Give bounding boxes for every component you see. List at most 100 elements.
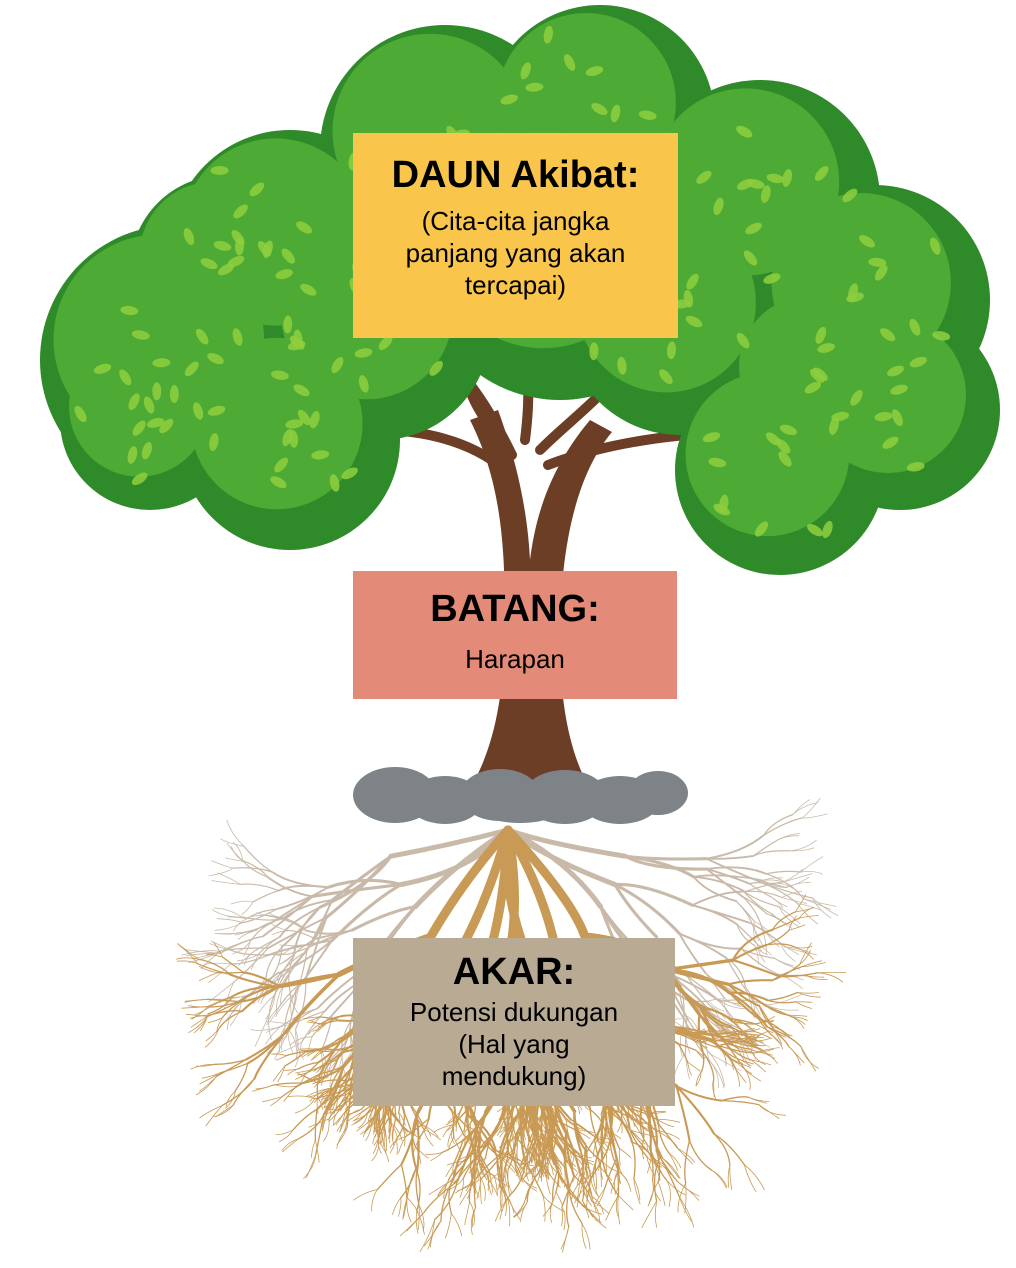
root-strand: [667, 960, 733, 970]
stone: [628, 771, 688, 815]
root-strand: [583, 1207, 596, 1221]
root-strand: [712, 1170, 727, 1188]
leaves-label-box: DAUN Akibat: (Cita-cita jangka panjang y…: [353, 133, 678, 338]
root-strand: [634, 1179, 640, 1200]
root-strand: [304, 1155, 316, 1179]
root-strand: [471, 1208, 475, 1235]
root-strand: [259, 995, 275, 1013]
root-strand: [415, 1146, 429, 1159]
root-strand: [277, 1085, 297, 1086]
root-strand: [733, 960, 780, 976]
leaves-description: (Cita-cita jangka panjang yang akan terc…: [353, 205, 678, 301]
root-strand: [212, 881, 241, 885]
stone: [472, 783, 568, 823]
root-strand: [813, 898, 838, 915]
root-strand: [748, 1097, 766, 1103]
root-strand: [744, 1165, 756, 1192]
root-strand: [619, 1149, 620, 1166]
root-strand: [521, 1202, 528, 1222]
root-strand: [378, 1165, 402, 1190]
root-strand: [595, 1169, 596, 1189]
root-strand: [240, 884, 278, 891]
root-strand: [231, 901, 253, 904]
root-strand: [686, 1052, 690, 1079]
leaves-title: DAUN Akibat:: [353, 153, 678, 197]
root-strand: [775, 958, 793, 965]
root-strand: [199, 973, 217, 981]
root-strand: [642, 1201, 657, 1227]
root-strand: [674, 1052, 686, 1077]
root-strand: [632, 1142, 635, 1179]
root-strand: [677, 1181, 698, 1200]
root-strand: [372, 1141, 379, 1160]
root-strand: [753, 840, 778, 856]
root-strand: [797, 904, 817, 924]
root-strand: [217, 919, 242, 923]
root-strand: [543, 1196, 545, 1222]
root-strand: [209, 868, 233, 876]
root-strand: [309, 1119, 329, 1127]
root-strand: [396, 1139, 397, 1155]
root-strand: [271, 1022, 293, 1025]
root-strand: [502, 1188, 503, 1207]
root-strand: [796, 1002, 812, 1009]
root-strand: [800, 857, 823, 872]
leaf-cluster-highlight: [739, 296, 879, 436]
root-strand: [768, 993, 798, 1001]
roots-label-box: AKAR: Potensi dukungan (Hal yang menduku…: [353, 938, 675, 1106]
root-strand: [658, 1124, 669, 1153]
root-strand: [710, 1061, 718, 1087]
root-strand: [618, 1195, 633, 1210]
leaf-cluster-highlight: [69, 336, 209, 476]
root-strand: [730, 1165, 732, 1189]
root-strand: [189, 1016, 208, 1032]
root-strand: [218, 972, 244, 973]
root-strand: [801, 1047, 816, 1071]
root-strand: [200, 1105, 223, 1118]
root-strand: [451, 1213, 462, 1236]
root-strand: [690, 1141, 712, 1171]
root-strand: [679, 934, 741, 949]
root-strand: [680, 1197, 694, 1227]
root-strand: [615, 885, 657, 937]
root-strand: [798, 993, 819, 994]
root-strand: [634, 1179, 640, 1204]
root-strand: [658, 1182, 665, 1206]
root-strand: [789, 1047, 800, 1065]
root-strand: [280, 1130, 294, 1142]
root-strand: [722, 1097, 749, 1101]
root-strand: [407, 1197, 418, 1212]
root-strand: [766, 1006, 792, 1017]
root-strand: [407, 1168, 416, 1198]
root-strand: [401, 1165, 406, 1198]
root-strand: [746, 891, 782, 897]
root-strand: [252, 1085, 273, 1091]
root-strand: [465, 1202, 470, 1225]
root-strand: [212, 910, 242, 917]
stones-illustration: [353, 767, 688, 824]
root-strand: [233, 1079, 254, 1105]
root-strand: [556, 1192, 563, 1205]
trunk-label-box: BATANG: Harapan: [353, 571, 677, 699]
root-strand: [212, 861, 233, 869]
root-strand: [692, 905, 749, 922]
root-strand: [790, 840, 817, 851]
root-strand: [620, 1149, 631, 1158]
root-strand: [416, 1211, 418, 1233]
root-strand: [380, 1129, 381, 1145]
root-strand: [418, 1205, 419, 1230]
root-strand: [795, 947, 812, 948]
root-strand: [354, 1189, 378, 1200]
leaf: [170, 385, 179, 403]
root-strand: [778, 836, 798, 840]
root-strand: [385, 1132, 387, 1151]
root-strand: [431, 1152, 443, 1161]
root-strand: [714, 1134, 730, 1165]
root-strand: [312, 1140, 316, 1157]
root-strand: [766, 944, 794, 947]
root-strand: [766, 871, 800, 873]
root-strand: [253, 891, 279, 902]
trunk-description: Harapan: [353, 643, 677, 675]
root-strand: [582, 1223, 590, 1249]
